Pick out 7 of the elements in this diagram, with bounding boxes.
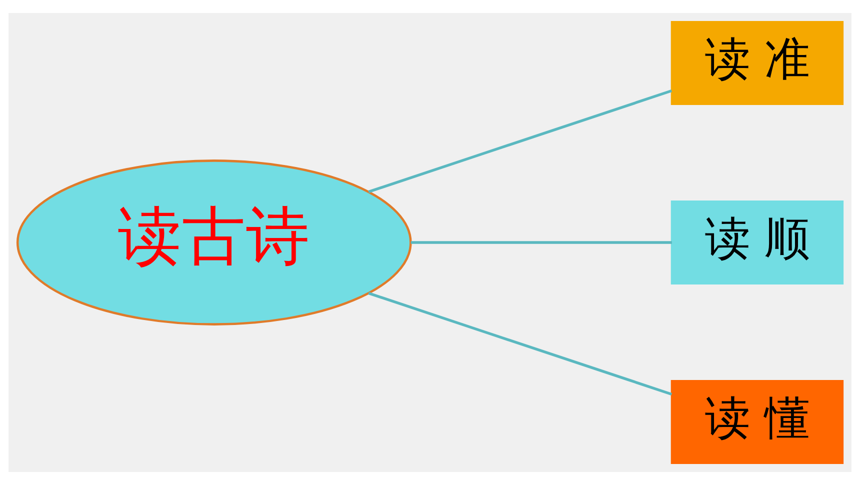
node-ellipse: 读古诗: [16, 159, 412, 325]
connector: [410, 240, 672, 244]
connector: [368, 88, 672, 193]
node-box: 读 懂: [670, 379, 844, 464]
connector: [368, 291, 672, 396]
node-box: 读 准: [670, 20, 844, 105]
node-box: 读 顺: [670, 200, 844, 284]
